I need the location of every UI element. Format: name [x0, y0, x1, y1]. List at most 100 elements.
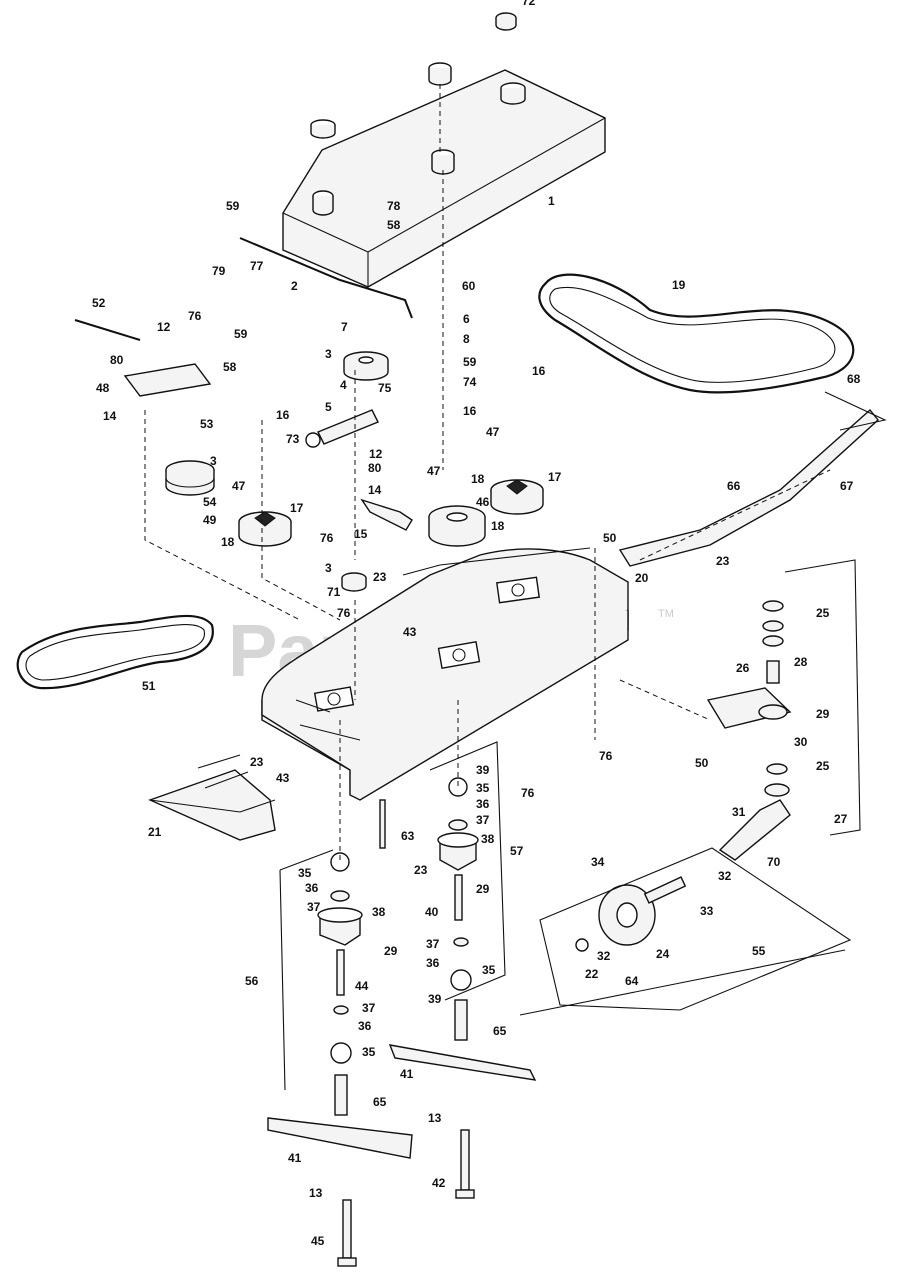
deck-cover [282, 62, 606, 470]
callout-35: 35 [362, 1045, 376, 1059]
callout-59: 59 [226, 199, 240, 213]
callout-24: 24 [656, 947, 670, 961]
callout-35: 35 [298, 866, 312, 880]
callout-75: 75 [378, 381, 392, 395]
callout-28: 28 [794, 655, 808, 669]
callout-23: 23 [414, 863, 428, 877]
callout-48: 48 [96, 381, 110, 395]
bolt-42 [460, 1129, 470, 1191]
idler-arm-2 [239, 237, 413, 319]
pulley-3-center [341, 572, 367, 592]
callout-47: 47 [427, 464, 441, 478]
callout-13: 13 [309, 1186, 323, 1200]
callout-38: 38 [372, 905, 386, 919]
callout-65: 65 [373, 1095, 387, 1109]
pulley-3-top [343, 351, 389, 381]
callout-18: 18 [471, 472, 485, 486]
callout-32: 32 [597, 949, 611, 963]
callout-50: 50 [603, 531, 617, 545]
callout-16: 16 [463, 404, 477, 418]
callout-1: 1 [548, 194, 555, 208]
watermark-tm: TM [658, 608, 674, 620]
callout-23: 23 [250, 755, 264, 769]
callout-74: 74 [463, 375, 477, 389]
callout-33: 33 [700, 904, 714, 918]
callout-55: 55 [752, 944, 766, 958]
callout-76: 76 [188, 309, 202, 323]
callout-21: 21 [148, 825, 162, 839]
callout-37: 37 [426, 937, 440, 951]
spindle-right [437, 777, 479, 1041]
callout-68: 68 [847, 372, 861, 386]
callout-64: 64 [625, 974, 639, 988]
callout-35: 35 [482, 963, 496, 977]
callout-46: 46 [476, 495, 490, 509]
bolt-63 [379, 799, 386, 849]
callout-39: 39 [428, 992, 442, 1006]
belt-19 [538, 273, 855, 394]
callout-4: 4 [340, 378, 347, 392]
callout-29: 29 [384, 944, 398, 958]
rod-52 [74, 319, 141, 341]
callout-20: 20 [635, 571, 649, 585]
callout-12: 12 [157, 320, 171, 334]
callout-38: 38 [481, 832, 495, 846]
pulley-17-right [490, 479, 544, 515]
callout-23: 23 [373, 570, 387, 584]
callout-25: 25 [816, 759, 830, 773]
callout-3: 3 [325, 561, 332, 575]
callout-14: 14 [368, 483, 382, 497]
callout-29: 29 [816, 707, 830, 721]
callout-76: 76 [320, 531, 334, 545]
callout-59: 59 [234, 327, 248, 341]
callout-79: 79 [212, 264, 226, 278]
callout-30: 30 [794, 735, 808, 749]
callout-18: 18 [221, 535, 235, 549]
callout-37: 37 [362, 1001, 376, 1015]
callout-18: 18 [491, 519, 505, 533]
callout-36: 36 [426, 956, 440, 970]
callout-65: 65 [493, 1024, 507, 1038]
callout-76: 76 [337, 606, 351, 620]
callout-51: 51 [142, 679, 156, 693]
top-knob [495, 12, 517, 31]
callout-16: 16 [276, 408, 290, 422]
idler-arm-15 [360, 498, 413, 531]
callout-73: 73 [286, 432, 300, 446]
callout-52: 52 [92, 296, 106, 310]
callout-77: 77 [250, 259, 264, 273]
spring-5 [317, 409, 379, 445]
callout-2: 2 [291, 279, 298, 293]
callout-29: 29 [476, 882, 490, 896]
callout-37: 37 [307, 900, 321, 914]
callout-66: 66 [727, 479, 741, 493]
callout-26: 26 [736, 661, 750, 675]
pulley-3-left [165, 460, 215, 496]
callout-32: 32 [718, 869, 732, 883]
callout-35: 35 [476, 781, 490, 795]
callout-80: 80 [110, 353, 124, 367]
bracket-48 [123, 363, 212, 397]
callout-16: 16 [532, 364, 546, 378]
callout-7: 7 [341, 320, 348, 334]
callout-39: 39 [476, 763, 490, 777]
callout-50: 50 [695, 756, 709, 770]
callout-47: 47 [232, 479, 246, 493]
callout-76: 76 [599, 749, 613, 763]
callout-5: 5 [325, 400, 332, 414]
callout-54: 54 [203, 495, 217, 509]
callout-71: 71 [327, 585, 341, 599]
callout-23: 23 [716, 554, 730, 568]
callout-25: 25 [816, 606, 830, 620]
blade-41-right [388, 1044, 537, 1081]
callout-80: 80 [368, 461, 382, 475]
callout-57: 57 [510, 844, 524, 858]
callout-3: 3 [210, 454, 217, 468]
callout-70: 70 [767, 855, 781, 869]
callout-58: 58 [223, 360, 237, 374]
callout-43: 43 [276, 771, 290, 785]
callout-12: 12 [369, 447, 383, 461]
bolt-45 [342, 1199, 352, 1259]
callout-36: 36 [358, 1019, 372, 1033]
